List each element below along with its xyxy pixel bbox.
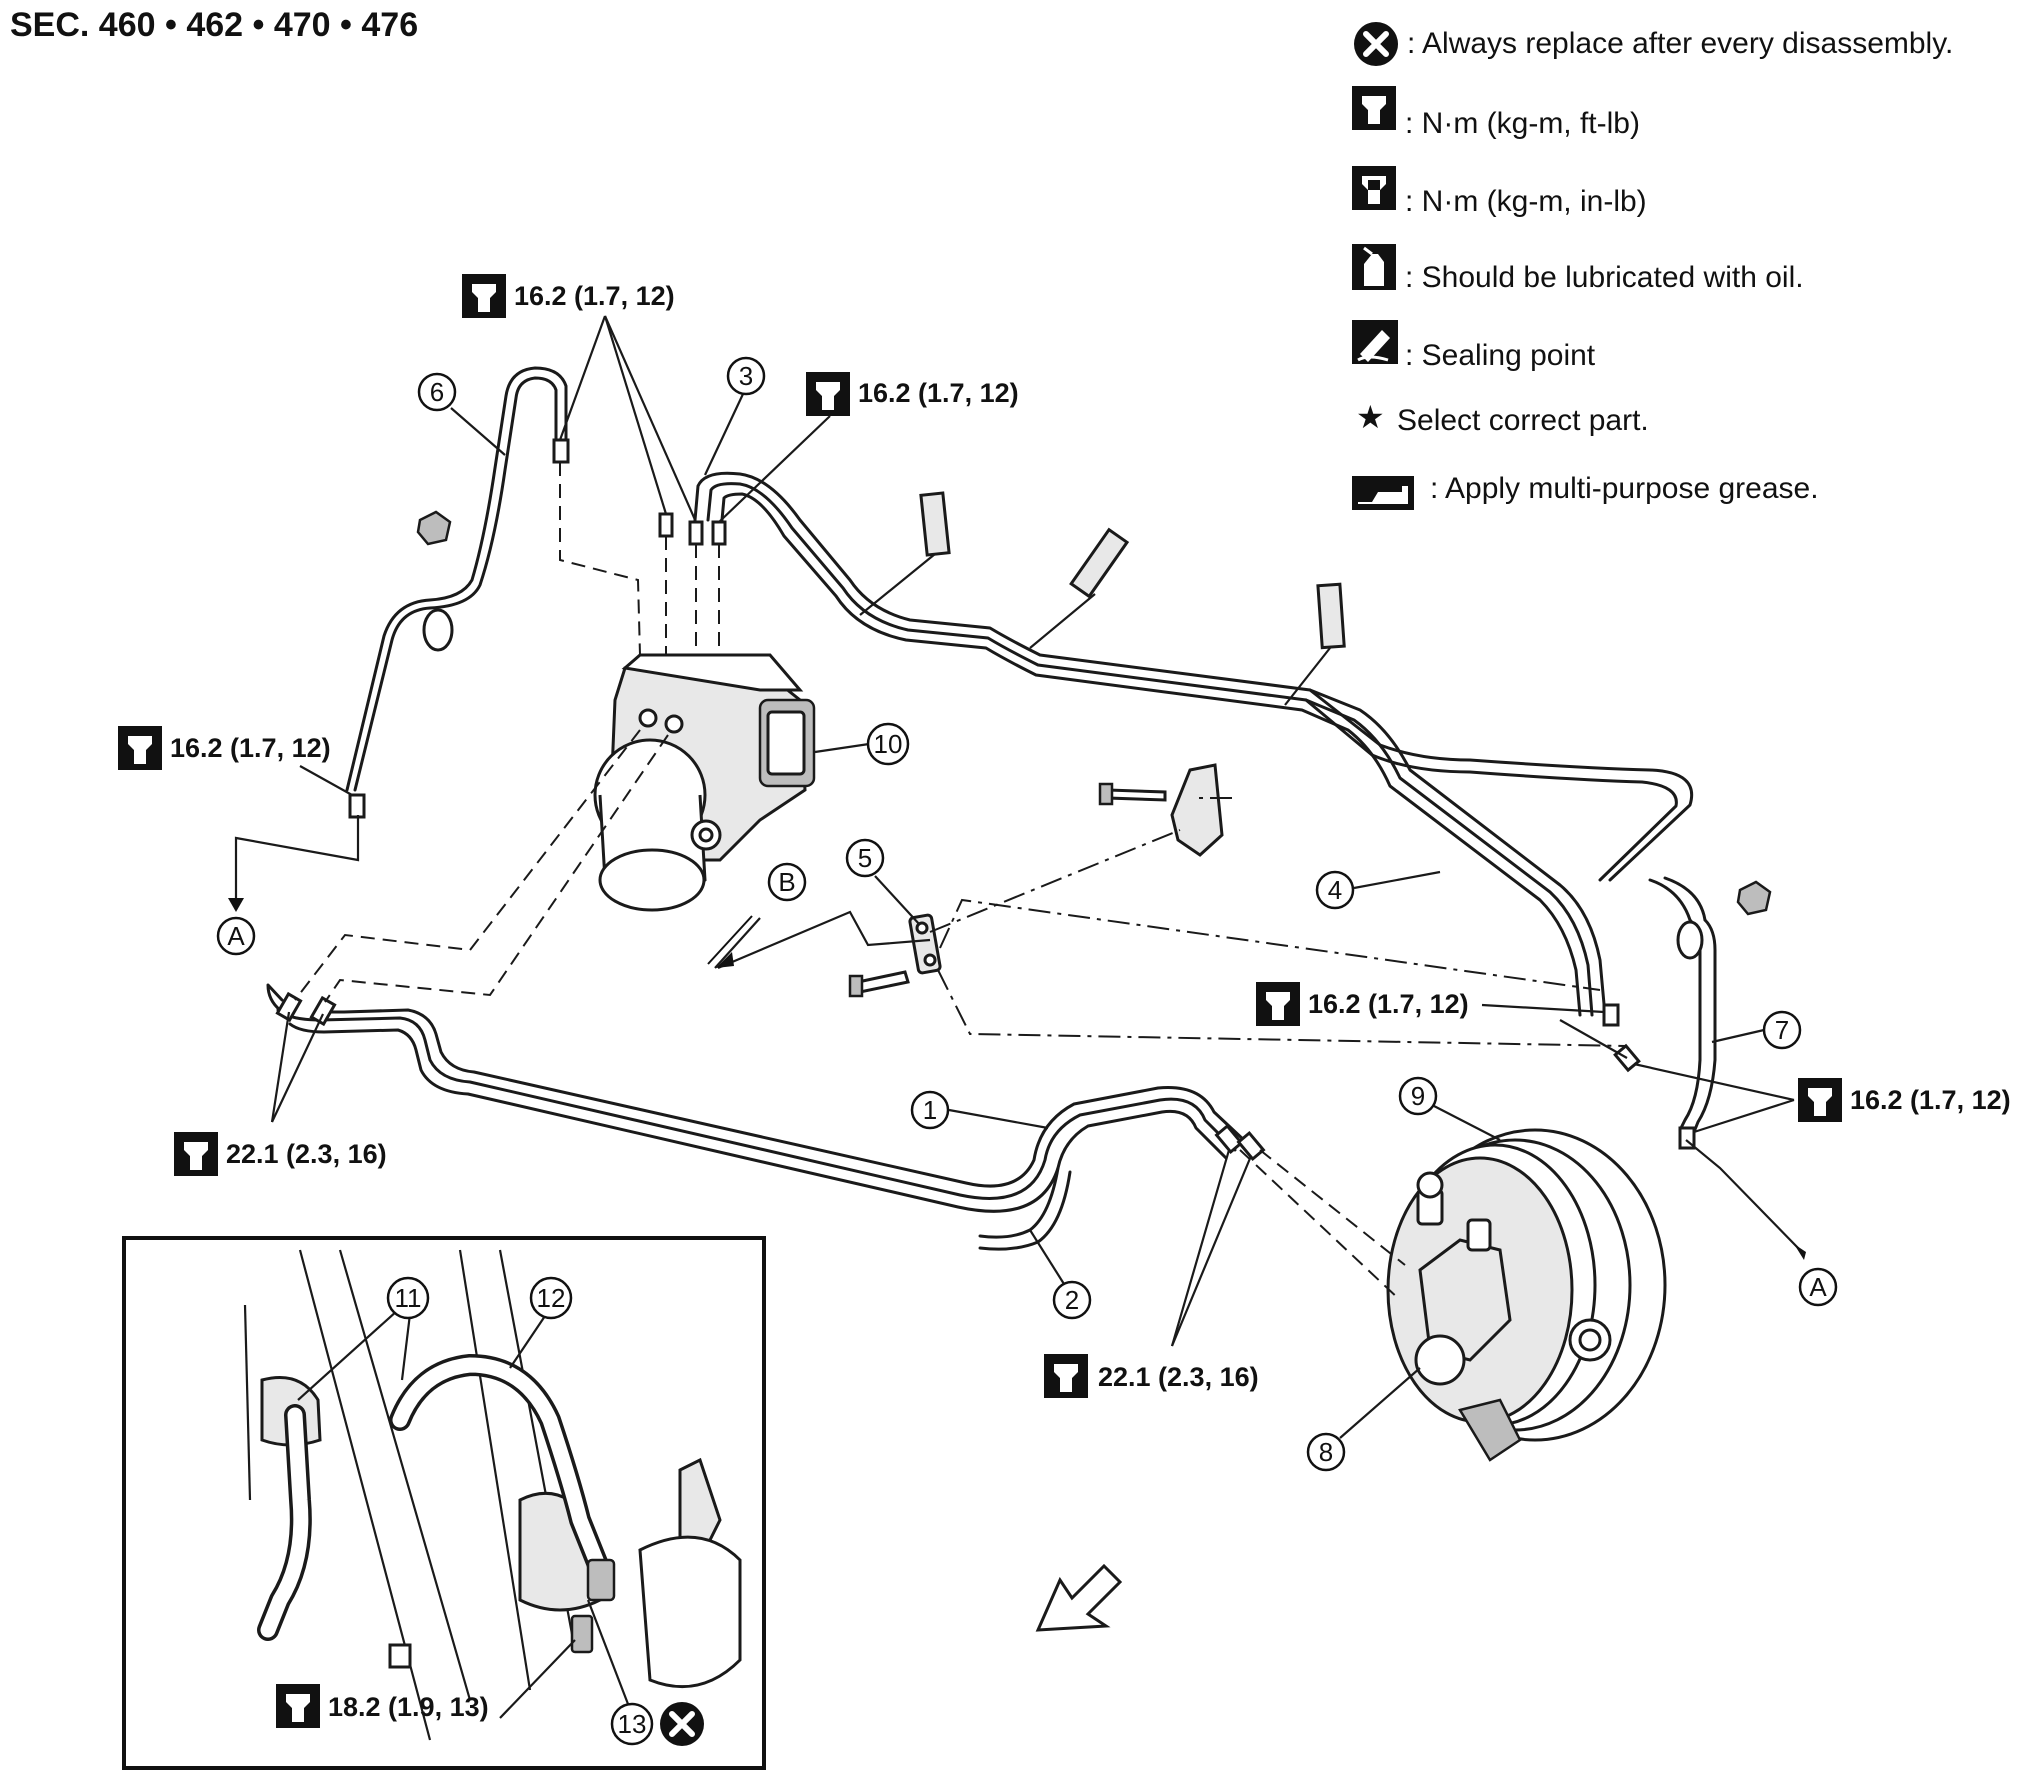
torque-ftlb-icon [1352,86,1396,130]
svg-text:11: 11 [395,1283,422,1313]
svg-text:A: A [227,921,245,951]
inset-callouts: 11 12 13 18.2 (1.9, 13) [276,1276,704,1746]
svg-text:8: 8 [1319,1437,1333,1467]
legend-item-oil: : Should be lubricated with oil. [1405,261,1804,294]
callout-6: 6 [417,372,457,412]
assembly-lines [294,462,1627,1301]
master-cylinder [1414,1171,1512,1386]
callout-8: 8 [1306,1432,1346,1472]
abs-actuator [593,653,816,912]
svg-text:10: 10 [874,729,903,759]
star-icon: ★ [1356,398,1385,436]
callout-1: 1 [910,1090,950,1130]
callout-3: 3 [726,356,766,396]
svg-text:4: 4 [1328,875,1342,905]
torque-spec-g: 22.1 (2.3, 16) [1098,1362,1259,1392]
svg-text:3: 3 [739,361,753,391]
ref-a-right: A [1798,1267,1838,1307]
torque-spec-a: 16.2 (1.7, 12) [514,281,675,311]
section-title: SEC. 460 • 462 • 470 • 476 [10,6,418,44]
ref-a-left: A [216,916,256,956]
callout-11: 11 [386,1276,430,1320]
svg-text:2: 2 [1065,1285,1079,1315]
replace-x-icon [1354,22,1398,66]
tube-clips [275,438,1772,1162]
torque-icon [1044,1354,1088,1398]
svg-text:13: 13 [618,1709,647,1739]
callout-4: 4 [1315,870,1355,910]
torque-icon [462,274,506,318]
torque-icon [1256,982,1300,1026]
grease-gun-icon [1352,476,1414,510]
svg-text:A: A [1809,1272,1827,1302]
callout-5: 5 [845,838,885,878]
callout-2: 2 [1052,1280,1092,1320]
callout-13: 13 [610,1702,654,1746]
svg-text:12: 12 [537,1283,566,1313]
callout-12: 12 [529,1276,573,1320]
legend: : Always replace after every disassembly… [1352,22,1953,510]
svg-text:B: B [778,867,795,897]
legend-item-torque-inlb: : N·m (kg-m, in-lb) [1405,185,1647,218]
callouts: 6 3 10 5 4 7 1 2 9 8 [417,356,1802,1472]
ref-b: B [767,862,807,902]
reference-arrows [228,815,1806,1632]
sealing-point-icon [1352,320,1398,364]
svg-text:5: 5 [858,843,872,873]
torque-spec-b: 16.2 (1.7, 12) [858,378,1019,408]
torque-spec-d: 16.2 (1.7, 12) [1308,989,1469,1019]
torque-icon [118,726,162,770]
callout-10: 10 [866,722,910,766]
torque-spec-f: 22.1 (2.3, 16) [226,1139,387,1169]
legend-item-grease: : Apply multi-purpose grease. [1430,472,1819,505]
callout-7: 7 [1762,1010,1802,1050]
legend-item-replace: : Always replace after every disassembly… [1407,27,1953,60]
torque-labels: 16.2 (1.7, 12) 16.2 (1.7, 12) 16.2 (1.7,… [118,274,2011,1398]
torque-icon [276,1684,320,1728]
svg-text:9: 9 [1411,1081,1425,1111]
svg-text:6: 6 [430,377,444,407]
torque-icon [1798,1078,1842,1122]
inset-detail [122,1236,766,1770]
svg-text:1: 1 [923,1095,937,1125]
torque-icon [806,372,850,416]
callout-9: 9 [1398,1076,1438,1116]
oil-can-icon [1352,244,1396,290]
torque-inlb-icon [1352,166,1396,210]
torque-spec-h: 18.2 (1.9, 13) [328,1692,489,1722]
legend-item-select-part: Select correct part. [1397,404,1649,437]
bracket-5 [848,763,1224,998]
torque-spec-c: 16.2 (1.7, 12) [170,733,331,763]
torque-spec-e: 16.2 (1.7, 12) [1850,1085,2011,1115]
replace-x-icon [660,1702,704,1746]
legend-item-torque-ftlb: : N·m (kg-m, ft-lb) [1405,107,1640,140]
legend-item-sealing: : Sealing point [1405,339,1596,372]
torque-icon [174,1132,218,1176]
svg-text:7: 7 [1775,1015,1789,1045]
